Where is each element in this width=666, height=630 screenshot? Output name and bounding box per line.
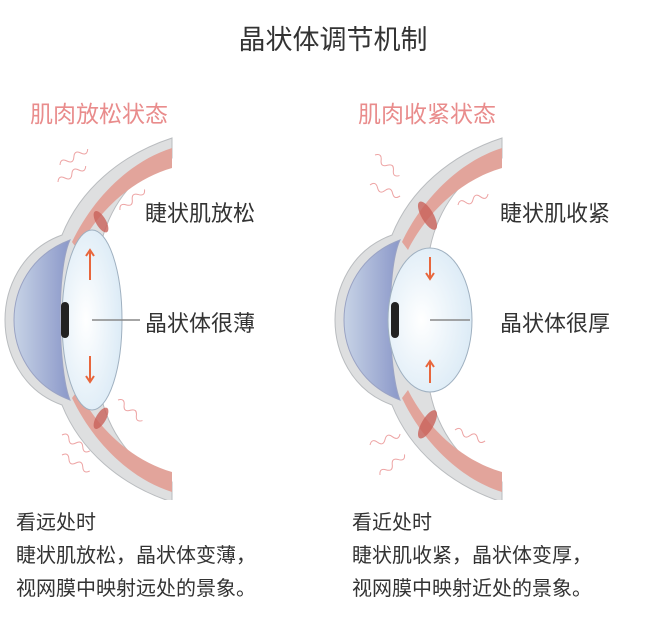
caption-far-line2: 视网膜中映射远处的景象。	[16, 576, 256, 600]
caption-near-line1: 睫状肌收紧，晶状体变厚，	[352, 543, 592, 567]
vibration-wave	[57, 165, 87, 183]
pupil	[61, 302, 69, 338]
ciliary-body	[417, 410, 438, 439]
caption-far: 看远处时 睫状肌放松，晶状体变薄， 视网膜中映射远处的景象。	[16, 506, 256, 605]
vibration-wave	[61, 433, 90, 453]
vibration-wave	[457, 193, 489, 206]
eye-contracted	[334, 137, 503, 500]
cornea-iris	[13, 239, 71, 401]
lens-thin-label: 晶状体很薄	[145, 312, 256, 337]
contracted-state-heading: 肌肉收紧状态	[358, 102, 496, 128]
pupil	[391, 302, 399, 338]
muscle-relaxed-label: 睫状肌放松	[145, 202, 256, 227]
vibration-wave	[379, 454, 406, 476]
caption-near-title: 看近处时	[352, 510, 432, 534]
ciliary-body	[93, 211, 109, 233]
vibration-wave	[454, 427, 486, 444]
caption-far-title: 看远处时	[16, 510, 96, 534]
lens-compress-arrows	[425, 257, 435, 383]
vibration-wave	[374, 154, 400, 177]
caption-far-line1: 睫状肌放松，晶状体变薄，	[16, 543, 256, 567]
vibration-wave	[61, 453, 90, 473]
vibration-wave	[369, 433, 401, 446]
diagram-title: 晶状体调节机制	[238, 25, 428, 56]
caption-near-line2: 视网膜中映射近处的景象。	[352, 576, 592, 600]
lens-thick-label: 晶状体很厚	[500, 312, 611, 337]
vibration-wave	[119, 189, 146, 211]
caption-near: 看近处时 睫状肌收紧，晶状体变厚， 视网膜中映射近处的景象。	[352, 506, 592, 605]
eye-contracted-illustration	[334, 137, 503, 500]
ciliary-body	[417, 201, 438, 230]
muscle-contracted-label: 睫状肌收紧	[500, 202, 611, 227]
vibration-wave	[117, 399, 143, 422]
relaxed-state-heading: 肌肉放松状态	[30, 102, 168, 128]
eye-relaxed	[4, 137, 173, 500]
vibration-wave	[369, 182, 401, 199]
eye-relaxed-illustration	[4, 137, 173, 500]
ciliary-body	[93, 407, 109, 429]
vibration-wave	[59, 148, 89, 166]
lens-stretch-arrows	[85, 248, 95, 384]
